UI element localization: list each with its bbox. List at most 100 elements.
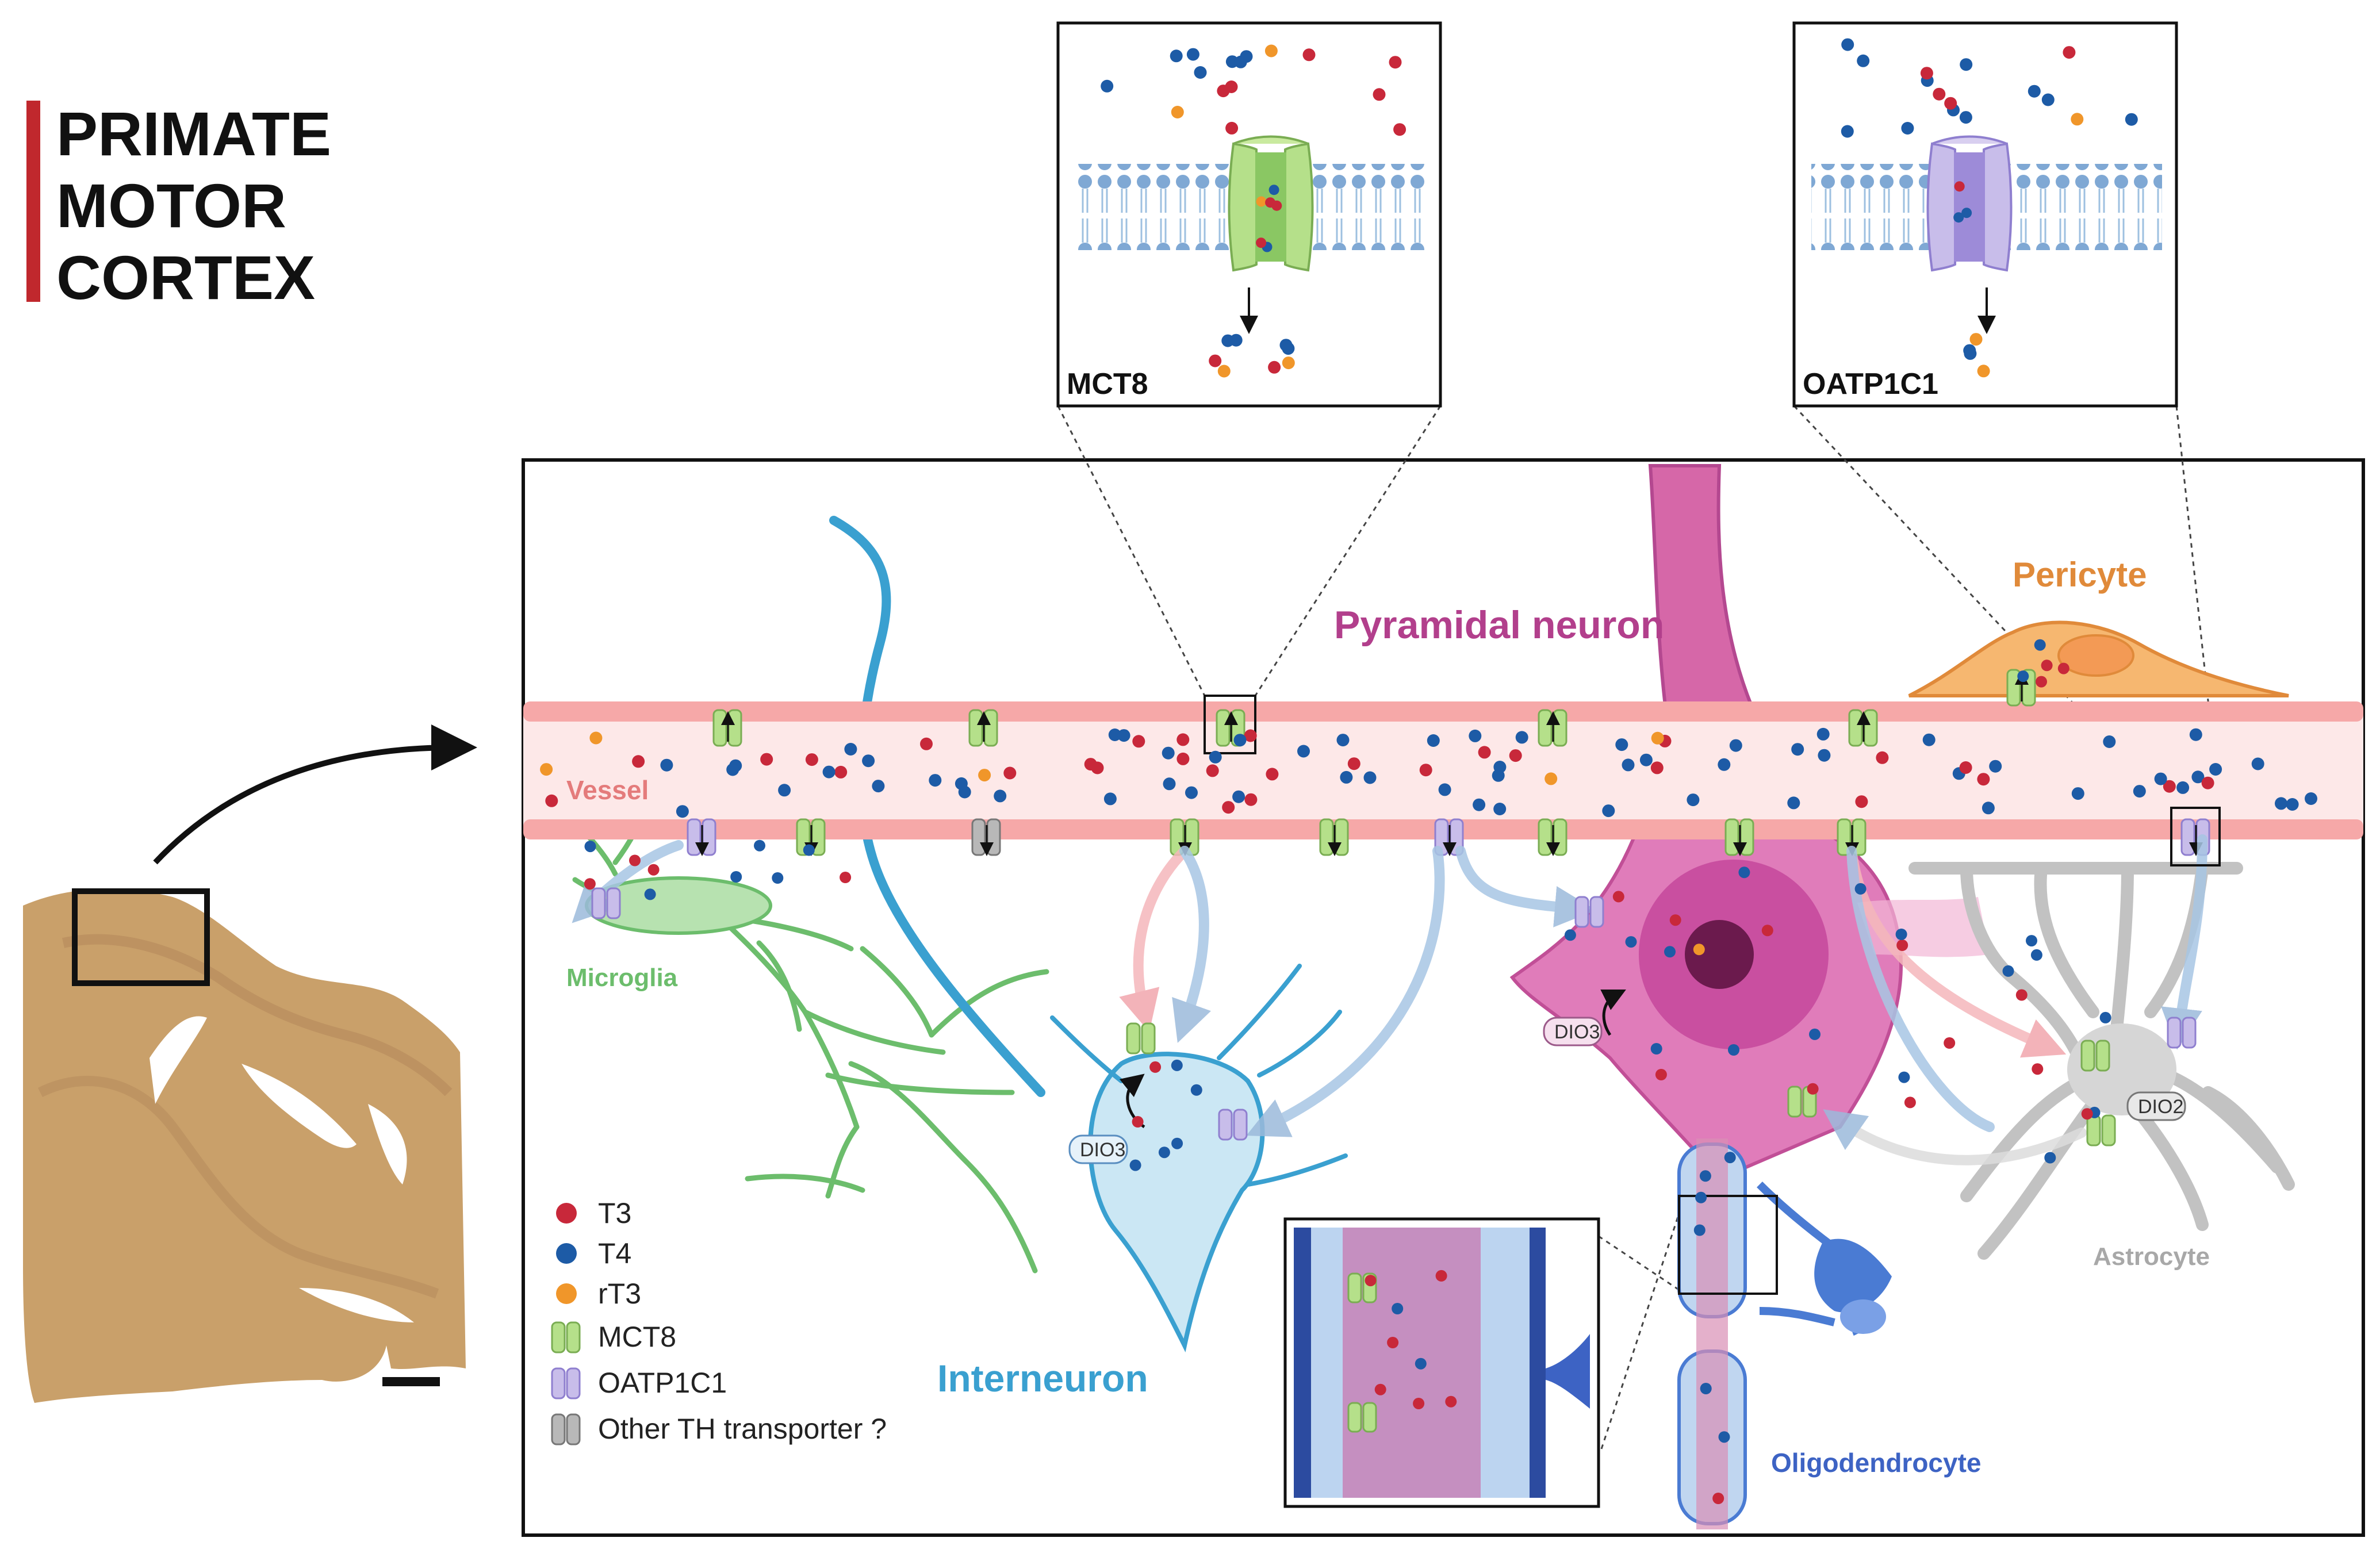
t4-molecule [1190,1084,1202,1096]
mct8-vessel-transporter-15 [1837,818,1867,856]
t4-molecule [1687,793,1700,807]
mct8-inset-label: MCT8 [1067,367,1148,401]
t3-molecule [1954,181,1965,192]
t3-molecule [1176,752,1190,765]
rt3-molecule [1264,44,1278,57]
t3-molecule [2063,46,2076,59]
t3-molecule [1389,56,1402,69]
pyramidal-neuron-label: Pyramidal neuron [1334,603,1664,647]
t4-molecule [1693,1224,1706,1236]
t3-molecule [1271,200,1282,211]
t3-molecule [1904,1096,1916,1109]
t4-molecule [2017,670,2029,682]
t4-molecule [1297,745,1310,758]
t4-molecule [2154,772,2167,785]
t3-molecule [1222,801,1235,814]
oatp1c1-pyramidal [1574,896,1604,928]
t3-molecule [920,737,933,750]
oatp1c1-microglia [591,887,621,919]
t3-molecule [1712,1493,1724,1504]
legend-oatp1c1-label: OATP1C1 [598,1367,727,1399]
legend-other-transporter-swatch [551,1413,581,1445]
mct8-inset: MCT8 [1056,21,1442,408]
vessel-label: Vessel [566,775,649,805]
legend-rt3-label: rT3 [598,1278,641,1310]
t4-molecule [2034,639,2046,651]
t3-molecule [2032,1063,2044,1075]
t4-molecule [754,839,765,852]
t3-molecule [1413,1398,1425,1409]
t4-molecule [1492,769,1505,782]
t3-molecule [1003,766,1017,780]
legend-t3-swatch [556,1203,577,1224]
t3-molecule [584,878,596,890]
t3-molecule [1761,925,1773,937]
mct8-zoom-box [1204,695,1256,754]
t4-molecule [1718,1431,1730,1443]
t3-molecule [2057,662,2069,674]
t4-molecule [1129,1159,1141,1171]
rt3-molecule [589,731,603,745]
t3-molecule [545,794,558,807]
mct8-astrocyte-2 [2086,1114,2116,1146]
t4-molecule [2041,93,2055,106]
rt3-molecule [1282,356,1295,370]
title-accent-bar [26,101,40,302]
t4-molecule [1615,738,1628,751]
oatp1c1-inset-label: OATP1C1 [1803,367,1938,401]
t4-molecule [2002,965,2014,977]
oatp1c1-transporter-large [1926,135,2013,272]
t4-molecule [2176,781,2190,794]
t4-molecule [862,754,875,768]
t4-molecule [1953,212,1964,223]
t3-molecule [2036,676,2047,688]
t4-molecule [1473,798,1486,811]
rt3-molecule [540,763,553,776]
mct8-astrocyte-1 [2080,1040,2110,1072]
vessel-transporters [687,669,2210,856]
t3-molecule [1478,746,1491,759]
t3-molecule [1225,121,1239,135]
t3-molecule [1268,361,1281,374]
t3-molecule [1244,729,1257,742]
t3-molecule [2041,659,2053,672]
t3-molecule [1302,48,1316,62]
t4-molecule [1695,1191,1707,1203]
legend: T3 T4 rT3 MCT8 OATP1C1 Other TH transpor… [551,1197,887,1445]
t3-molecule [1669,914,1681,926]
t4-molecule [822,765,836,779]
t4-molecule [1898,1071,1910,1083]
t3-molecule [1373,88,1386,101]
mct8-pyramidal [1787,1086,1817,1118]
zoom-guide-lines [1057,405,2221,1450]
legend-t3-label: T3 [598,1197,631,1229]
title-line-1: PRIMATE [56,99,331,168]
t3-molecule [647,864,660,876]
t4-molecule [1340,770,1353,784]
t4-molecule [872,780,885,793]
t4-molecule [584,841,596,853]
t3-molecule [629,854,641,866]
t4-molecule [1901,122,1914,135]
oatp1c1-zoom-box [2170,807,2221,866]
t3-molecule [1944,97,1957,110]
pyramidal-neuron-cell [1509,802,1990,1181]
t3-molecule [632,755,645,768]
hormone-flow-paths [572,834,2207,1165]
t3-molecule [1435,1270,1447,1282]
t3-molecule [834,765,848,779]
t3-molecule [1209,354,1222,367]
rt3-molecule [2071,113,2084,126]
t4-molecule [1427,734,1440,747]
t4-molecule [2275,797,2287,810]
t4-molecule [929,774,942,787]
t4-molecule [772,872,784,884]
t4-molecule [1625,936,1637,948]
t4-molecule [1809,1028,1821,1040]
t4-molecule [1279,339,1293,352]
t4-molecule [1415,1358,1427,1370]
t3-molecule [1896,940,1908,951]
t4-molecule [1787,796,1800,810]
title-block: PRIMATE MOTOR CORTEX [26,99,331,312]
t3-molecule [840,872,852,883]
